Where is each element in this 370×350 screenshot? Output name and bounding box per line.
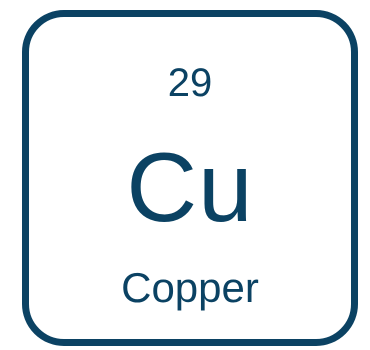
- element-tile: 29 Cu Copper: [22, 10, 358, 346]
- element-name: Copper: [121, 264, 259, 311]
- atomic-number: 29: [167, 61, 213, 105]
- element-symbol: Cu: [126, 132, 254, 242]
